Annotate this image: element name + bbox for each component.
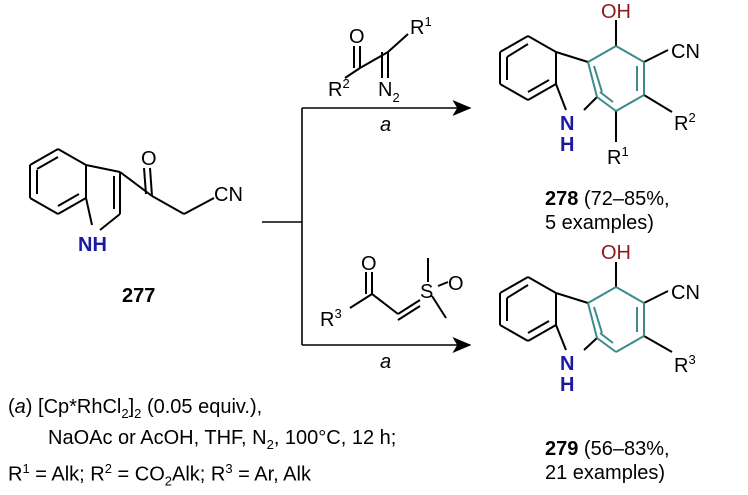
- reaction-conditions: (a) [Cp*RhCl2]2 (0.05 equiv.), NaOAc or …: [8, 395, 396, 494]
- arrow-label-top: a: [380, 114, 391, 136]
- branch-lines: [262, 100, 472, 353]
- oh-279: OH: [601, 242, 631, 264]
- carbazole-278: [499, 20, 673, 142]
- diazo-reagent: [353, 33, 409, 78]
- diazo-r1: R1: [410, 14, 432, 39]
- r2-278: R2: [674, 110, 696, 135]
- diazo-o: O: [349, 26, 365, 48]
- r1-278: R1: [607, 144, 629, 169]
- nh-277: NH: [78, 234, 107, 256]
- diazo-n2: N2: [378, 79, 400, 105]
- conditions-line-3: R1 = Alk; R2 = CO2Alk; R3 = Ar, Alk: [8, 461, 311, 489]
- arrow-label-bottom: a: [380, 351, 391, 373]
- nh-h-278: H: [560, 134, 574, 156]
- ylide-reagent: [349, 258, 449, 321]
- new-ring-279: [587, 286, 645, 353]
- examples-278: 5 examples): [545, 212, 654, 234]
- product-279-caption: 279 (56–83%, 21 examples): [545, 437, 670, 485]
- yield-278: (72–85%,: [578, 188, 670, 210]
- conditions-line-1: (a) [Cp*RhCl2]2 (0.05 equiv.),: [8, 396, 263, 421]
- label-279: 279: [545, 438, 579, 460]
- ylide-so: O: [448, 273, 464, 295]
- carbazole-279: [499, 262, 673, 353]
- indole-277: [29, 148, 215, 231]
- ylide-o: O: [361, 253, 377, 275]
- nh-h-279: H: [560, 374, 574, 396]
- product-278-caption: 278 (72–85%, 5 examples): [545, 187, 670, 235]
- label-278: 278: [545, 188, 579, 210]
- nh-279: N: [560, 353, 574, 375]
- conditions-line-2: NaOAc or AcOH, THF, N2, 100°C, 12 h;: [48, 427, 397, 452]
- oh-278: OH: [601, 1, 631, 23]
- ylide-s: S: [420, 281, 433, 303]
- yield-279: (56–83%,: [578, 438, 670, 460]
- cn-278: CN: [671, 41, 700, 63]
- nh-278: N: [560, 113, 574, 135]
- new-ring-278: [587, 45, 645, 112]
- ketone-o-277: O: [141, 148, 157, 170]
- ylide-r3: R3: [320, 306, 342, 331]
- cn-277: CN: [214, 184, 243, 206]
- r3-279: R3: [674, 352, 696, 377]
- label-277: 277: [122, 285, 155, 307]
- cn-279: CN: [671, 282, 700, 304]
- examples-279: 21 examples): [545, 462, 666, 484]
- diazo-r2: R2: [328, 76, 350, 101]
